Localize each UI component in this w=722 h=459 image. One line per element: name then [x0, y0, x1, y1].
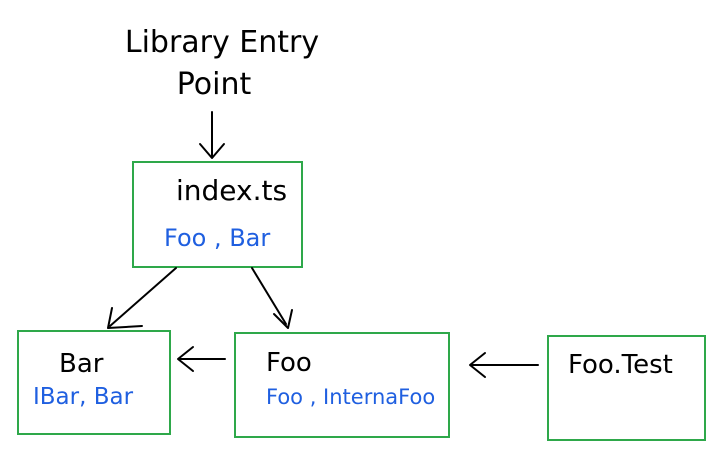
entry-label-line2: Point [177, 67, 252, 102]
node-foo-test: Foo.Test [547, 335, 706, 441]
arrow-index-to-bar [107, 267, 177, 329]
arrow-entry-to-index [199, 111, 225, 159]
node-index: index.ts Foo , Bar [132, 161, 303, 268]
node-index-title: index.ts [176, 174, 287, 207]
node-foo-test-box [547, 335, 706, 441]
arrow-index-to-foo [251, 267, 293, 329]
node-index-box [132, 161, 303, 268]
node-bar-title: Bar [59, 349, 104, 379]
entry-label-line1: Library Entry [125, 25, 319, 60]
node-bar: Bar IBar, Bar [17, 330, 171, 435]
node-foo-title: Foo [266, 348, 312, 378]
node-index-exports: Foo , Bar [164, 224, 270, 252]
node-bar-box [17, 330, 171, 435]
arrow-test-to-foo [469, 352, 539, 378]
node-bar-exports: IBar, Bar [33, 384, 134, 410]
arrow-foo-to-bar [177, 346, 226, 372]
node-foo-box [234, 332, 450, 438]
node-foo-exports: Foo , InternaFoo [266, 385, 435, 409]
node-foo: Foo Foo , InternaFoo [234, 332, 450, 438]
node-foo-test-title: Foo.Test [568, 350, 673, 380]
